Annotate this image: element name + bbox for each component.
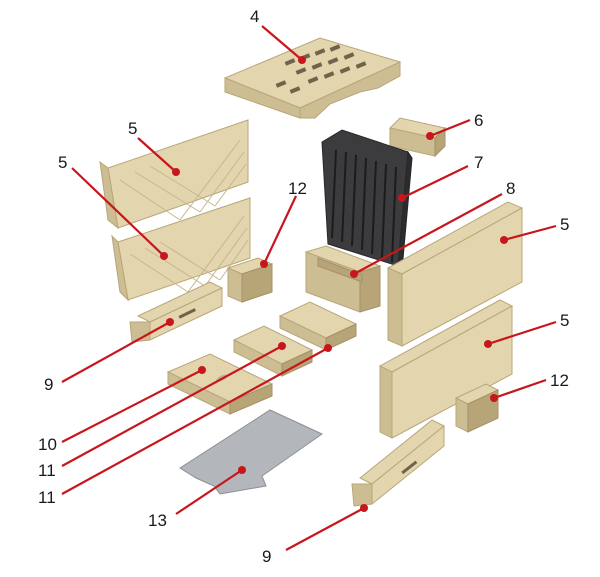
leader-12a [263, 195, 297, 265]
callout-5a: 5 [128, 119, 137, 138]
leaders [61, 25, 557, 551]
leader-6 [429, 118, 471, 138]
callout-12a: 12 [288, 179, 307, 198]
grate-ribs [331, 149, 397, 263]
part-small-block-12b [454, 383, 500, 433]
callout-9a: 9 [44, 375, 53, 394]
leader-12b-dot [490, 394, 498, 402]
leader-5c-dot [500, 236, 508, 244]
leader-13 [175, 469, 243, 515]
callout-6: 6 [474, 111, 483, 130]
part-side-brick-5b [111, 197, 251, 302]
part-steel-plate-13 [179, 409, 323, 495]
leader-4-dot [298, 56, 306, 64]
leader-13-dot [238, 466, 246, 474]
chevron-pattern-b [129, 215, 249, 293]
leader-7 [401, 165, 469, 199]
leader-9b [285, 507, 365, 551]
leader-11a [61, 345, 283, 467]
callout-4: 4 [250, 7, 259, 26]
leader-9b-dot [360, 504, 368, 512]
leader-5a [137, 137, 177, 173]
part-side-brick-5c [386, 201, 524, 347]
leader-5b-dot [160, 252, 168, 260]
leader-11b-dot [324, 344, 332, 352]
leader-9a-dot [166, 318, 174, 326]
callout-5d: 5 [560, 311, 569, 330]
leader-6-dot [426, 132, 434, 140]
callout-11b: 11 [38, 488, 56, 507]
callout-labels: 4 6 5 5 7 12 8 5 5 12 9 10 11 11 13 9 [38, 7, 569, 566]
callout-9b: 9 [262, 547, 271, 566]
leader-11b [61, 347, 329, 495]
leader-5c [503, 224, 557, 242]
callout-12b: 12 [550, 371, 569, 390]
callout-7: 7 [474, 153, 483, 172]
part-top-baffle [223, 37, 402, 119]
leader-12b [493, 378, 547, 400]
callout-5c: 5 [560, 215, 569, 234]
callout-11a: 11 [38, 461, 56, 480]
leader-7-dot [398, 194, 406, 202]
callout-8: 8 [506, 179, 515, 198]
leader-5a-dot [172, 168, 180, 176]
leader-11a-dot [278, 342, 286, 350]
leader-8 [353, 193, 503, 275]
callout-5b: 5 [58, 153, 67, 172]
part-floor-brick-11a [278, 301, 358, 351]
leader-4 [261, 25, 303, 61]
leader-9a [61, 321, 171, 383]
chevron-pattern-a [119, 139, 247, 221]
leader-8-dot [350, 270, 358, 278]
leader-5b [71, 167, 165, 257]
leader-5d-dot [484, 340, 492, 348]
leader-5d [487, 320, 557, 346]
callout-13: 13 [148, 511, 167, 530]
leader-12a-dot [260, 260, 268, 268]
leader-10-dot [198, 366, 206, 374]
part-side-brick-5d [378, 299, 514, 439]
baffle-slots [275, 44, 367, 94]
callout-10: 10 [38, 435, 57, 454]
part-hearth-brick-9b [351, 419, 445, 507]
leader-10 [61, 369, 203, 443]
part-front-floor-brick-10 [166, 353, 274, 415]
